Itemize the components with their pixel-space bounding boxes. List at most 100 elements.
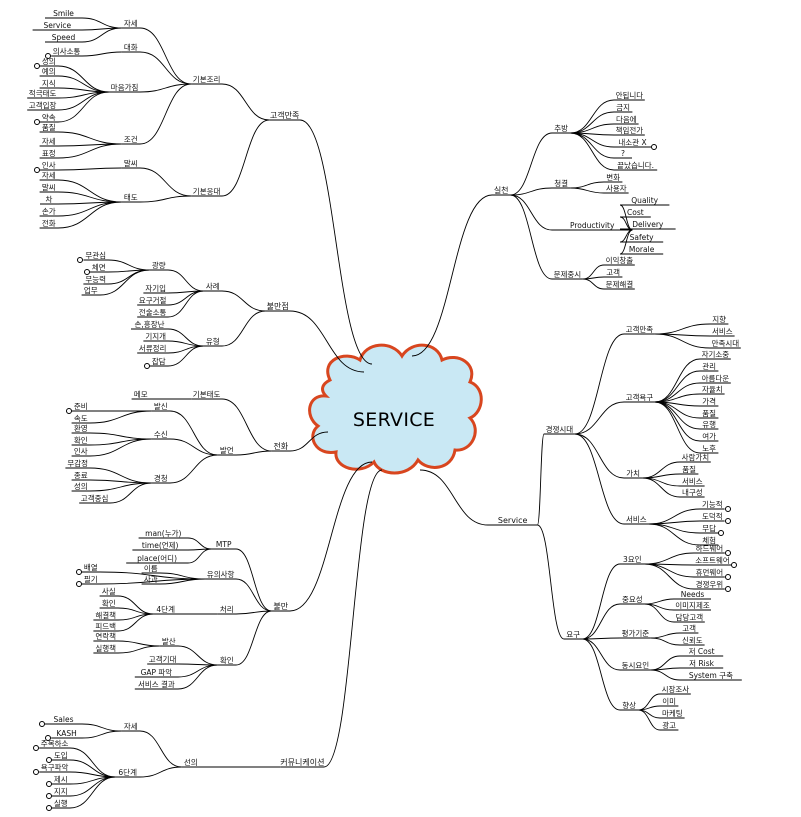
node-yogugeojeol[interactable]: 요구거절 (138, 295, 167, 305)
node-sasil[interactable]: 사실 (101, 586, 116, 596)
node-seobiseu3[interactable]: 서비스 (625, 514, 647, 524)
node-hwagin3[interactable]: 확인 (219, 655, 234, 665)
node-munjehaegyeol[interactable]: 문제중시 (553, 269, 582, 279)
node-systemguchuk[interactable]: System 구축 (688, 670, 733, 680)
node-yeoga[interactable]: 여가 (702, 431, 717, 441)
node-hwanyeong[interactable]: 환영 (73, 423, 88, 433)
node-seorujeongni[interactable]: 서류정리 (138, 343, 167, 353)
node-balsan[interactable]: 발산 (161, 636, 176, 646)
node-gwalli[interactable]: 관리 (702, 361, 717, 371)
node-malssi2[interactable]: 말씨 (41, 182, 56, 192)
node-gijigae[interactable]: 기지개 (145, 331, 167, 341)
node-jeongsiyoin[interactable]: 동시요인 (621, 660, 650, 670)
node-yuhyeong[interactable]: 유형 (205, 336, 220, 346)
node-yukdangye[interactable]: 6단계 (118, 767, 137, 777)
node-saramgachi[interactable]: 사람가치 (681, 452, 710, 462)
node-sinroe[interactable]: 신뢰도 (681, 635, 703, 645)
node-hwagin2[interactable]: 확인 (101, 598, 116, 608)
node-balsin[interactable]: 발신 (153, 401, 168, 411)
node-jumokhwaso[interactable]: 주목하소 (40, 738, 69, 748)
node-ieum[interactable]: 이름 (143, 563, 158, 573)
node-kash[interactable]: KASH (56, 728, 77, 738)
node-jiphyang[interactable]: 지향 (712, 314, 727, 324)
node-jagiip[interactable]: 자기입 (145, 283, 167, 293)
node-cost[interactable]: Cost (627, 207, 644, 217)
node-songa[interactable]: 손가 (41, 206, 56, 216)
node-yogupaak[interactable]: 욕구파악 (40, 762, 69, 772)
node-gwangyang[interactable]: 광량 (151, 260, 166, 270)
node-gwanggo[interactable]: 광고 (662, 720, 677, 730)
node-gogaekmanjok[interactable]: 고객만족 (269, 110, 300, 120)
node-sagwa[interactable]: 사과 (143, 574, 158, 584)
node-needs[interactable]: Needs (680, 589, 705, 599)
node-uisasoton[interactable]: 의사소통 (52, 46, 81, 56)
node-malssi[interactable]: 말씨 (123, 158, 138, 168)
node-pyeonggagijun[interactable]: 평가기준 (621, 628, 650, 638)
node-gogaekyogu[interactable]: 고객욕구 (625, 392, 654, 402)
node-cheori[interactable]: 처리 (219, 604, 234, 614)
node-gyeongjaengwoui[interactable]: 경쟁우위 (695, 579, 724, 589)
node-productivity[interactable]: Productivity (569, 220, 615, 230)
node-jayuchi[interactable]: 자율치 (701, 384, 723, 394)
center-title[interactable]: SERVICE (352, 409, 436, 431)
node-speed[interactable]: Speed (51, 32, 76, 42)
node-jase3[interactable]: 자세 (41, 170, 56, 180)
node-pumjil[interactable]: 품질 (41, 122, 56, 132)
node-pumjil2[interactable]: 품질 (702, 408, 717, 418)
node-doip[interactable]: 도입 (53, 750, 68, 760)
node-munjehaegyeol2[interactable]: 문제해결 (605, 279, 634, 289)
node-damdanggogaek[interactable]: 담당고객 (675, 612, 704, 622)
node-time[interactable]: time(언제) (141, 540, 179, 550)
node-yeui[interactable]: 예의 (41, 66, 56, 76)
node-muneungnyeok[interactable]: 무능력 (85, 274, 107, 284)
node-sameyoin[interactable]: 3요인 (623, 554, 642, 564)
node-yuuisahang[interactable]: 유의사항 (206, 569, 235, 579)
node-seongui[interactable]: 성의 (41, 56, 56, 66)
node-bulman2[interactable]: 불만 (273, 601, 289, 611)
node-mtp[interactable]: MTP (215, 539, 232, 549)
node-jase2[interactable]: 자세 (41, 136, 56, 146)
node-mutap[interactable]: 무답 (702, 523, 717, 533)
node-service_en[interactable]: Service (43, 20, 72, 30)
node-pumjil3[interactable]: 품질 (682, 464, 697, 474)
node-gogaekipjang[interactable]: 고객입장 (28, 100, 57, 110)
node-jeonhwa2[interactable]: 성의 (73, 481, 88, 491)
node-jeorisk[interactable]: 저 Risk (689, 658, 715, 668)
node-gogaek3[interactable]: 고객 (682, 623, 697, 633)
node-maketing[interactable]: 마케팅 (661, 708, 683, 718)
node-nogu[interactable]: 노후 (702, 443, 717, 453)
node-hyumanweeo[interactable]: 휴먼웨어 (695, 567, 724, 577)
node-jase4[interactable]: 자세 (123, 721, 138, 731)
node-gachi[interactable]: 가치 (626, 468, 641, 478)
node-question[interactable]: ? (621, 148, 625, 158)
node-jubi[interactable]: 준비 (73, 401, 88, 411)
node-pilgi[interactable]: 필기 (83, 574, 98, 584)
node-yuhaeng[interactable]: 유행 (702, 419, 717, 429)
node-chaegimjeonga[interactable]: 책임전가 (615, 125, 644, 135)
node-seobiseu[interactable]: 서비스 (711, 326, 733, 336)
node-sales[interactable]: Sales (53, 714, 74, 724)
node-jeocost[interactable]: 저 Cost (688, 646, 715, 656)
node-gogaekjungsim[interactable]: 고객중심 (80, 493, 109, 503)
node-seobiseugyeolgwa[interactable]: 서비스 결과 (137, 679, 175, 689)
node-kkeutnatseumnida[interactable]: 끝났습니다. (617, 160, 655, 170)
node-sokdo[interactable]: 속도 (73, 413, 88, 423)
node-mueonsim[interactable]: 무관심 (85, 250, 107, 260)
node-cha[interactable]: 차 (45, 194, 53, 204)
node-delivery[interactable]: Delivery (632, 219, 664, 229)
node-sonhyeongmannan[interactable]: 손,흥장난 (134, 319, 165, 329)
node-gibontaedo[interactable]: 기본태도 (192, 389, 221, 399)
node-service_br[interactable]: Service (497, 515, 528, 525)
node-naeguseong[interactable]: 내구성 (681, 487, 703, 497)
node-pyojeong[interactable]: 표정 (41, 148, 56, 158)
node-smile[interactable]: Smile (53, 8, 74, 18)
node-jiji[interactable]: 지지 (53, 786, 68, 796)
node-hyangsang[interactable]: 향상 (622, 700, 637, 710)
node-ajeumneun[interactable]: 아름다운 (701, 373, 730, 383)
node-yogu[interactable]: 요구 (566, 629, 581, 639)
node-jeonsulsotong[interactable]: 전술소통 (138, 307, 167, 317)
node-jesi[interactable]: 제시 (53, 774, 68, 784)
node-haegyeol[interactable]: 해결책 (95, 610, 117, 620)
node-susin[interactable]: 수신 (153, 429, 168, 439)
node-jeonhwa[interactable]: 전화 (273, 441, 289, 451)
